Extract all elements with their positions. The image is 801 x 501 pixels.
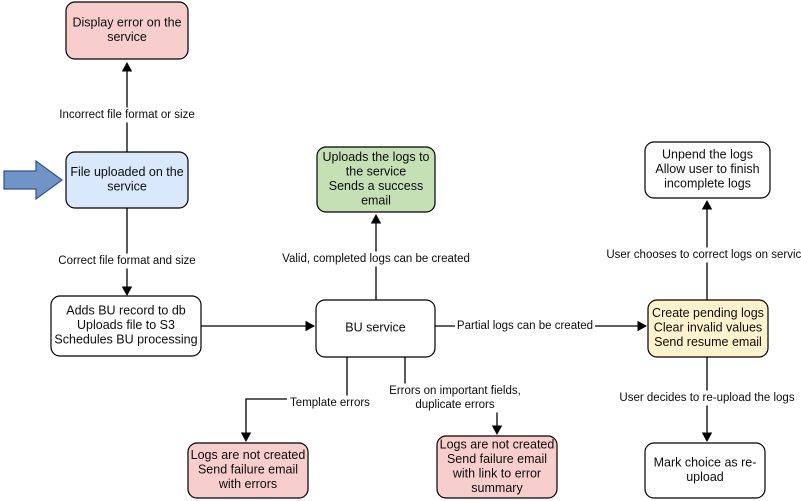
edge-adds-to-bu-service-arrowhead xyxy=(305,320,315,332)
edge-template-errors-label-backdrop xyxy=(287,395,373,411)
edge-user-chooses-to-correct-logs-on-service-label-text: User chooses to correct logs on service xyxy=(606,249,801,261)
edge-errors-on-important-fields-duplicate-errors-label-group: Errors on important fields,duplicate err… xyxy=(387,383,523,413)
node-bu-service-label: BU service xyxy=(345,321,405,335)
edge-valid-completed-logs-can-be-created-label-backdrop xyxy=(278,251,474,267)
node-adds-bu-record-to-db-shape[interactable] xyxy=(50,295,202,357)
node-mark-choice-as-re-upload-label: Mark choice as re-upload xyxy=(654,456,757,485)
node-logs-are-not-created-with-link-to-error-summary-shape[interactable] xyxy=(436,435,558,499)
edge-template-errors-arrowhead xyxy=(240,432,252,442)
edge-template-errors-label-group: Template errors xyxy=(287,395,373,411)
node-mark-choice-as-re-upload-shape[interactable] xyxy=(644,442,766,499)
edge-user-decides-to-re-upload-the-logs-label-group: User decides to re-upload the logs xyxy=(617,390,797,406)
edge-user-decides-to-re-upload-the-logs-label-backdrop xyxy=(617,390,797,406)
node-unpend-the-logs-shape[interactable] xyxy=(644,141,771,199)
entry-block-arrow xyxy=(3,159,64,201)
node-mark-choice-as-re-upload[interactable]: Mark choice as re-upload xyxy=(644,442,766,499)
edge-user-decides-to-re-upload-the-logs-label-text: User decides to re-upload the logs xyxy=(619,392,794,404)
edge-correct-file-format-and-size-label-group: Correct file format and size xyxy=(54,253,200,269)
edge-partial-logs-can-be-created-label-text: Partial logs can be created xyxy=(457,320,593,332)
edge-correct-file-format-and-size-label-text: Correct file format and size xyxy=(58,255,195,267)
edge-user-chooses-to-correct-logs-on-service-arrowhead xyxy=(701,200,713,210)
edge-errors-on-important-fields-duplicate-errors-arrowhead xyxy=(491,425,503,435)
edge-correct-file-format-and-size-arrowhead xyxy=(121,286,133,296)
edge-user-chooses-to-correct-logs-on-service-label-group: User chooses to correct logs on service xyxy=(606,247,801,263)
edge-incorrect-file-format-or-size-label-group: Incorrect file format or size xyxy=(52,107,202,123)
edge-correct-file-format-and-size xyxy=(121,208,133,296)
edge-adds-to-bu-service xyxy=(201,320,315,332)
edge-incorrect-file-format-or-size xyxy=(121,62,133,152)
edge-template-errors-label-text: Template errors xyxy=(290,397,370,409)
node-uploads-the-logs-to-the-service-shape[interactable] xyxy=(316,146,436,213)
edge-partial-logs-can-be-created-label-backdrop xyxy=(455,318,595,334)
edge-valid-completed-logs-can-be-created-arrowhead xyxy=(370,214,382,224)
node-file-uploaded-on-the-service-shape[interactable] xyxy=(65,151,189,209)
node-bu-service[interactable]: BU service xyxy=(315,299,436,358)
edge-user-chooses-to-correct-logs-on-service-label-backdrop xyxy=(609,247,801,263)
edge-valid-completed-logs-can-be-created-label-group: Valid, completed logs can be created xyxy=(278,251,474,267)
edge-partial-logs-can-be-created-label-group: Partial logs can be created xyxy=(455,318,595,334)
edge-errors-on-important-fields-duplicate-errors-label-text: Errors on important fields,duplicate err… xyxy=(389,385,521,411)
entry-arrow-layer xyxy=(3,159,64,201)
node-display-error-on-the-service-shape[interactable] xyxy=(65,1,189,60)
edge-valid-completed-logs-can-be-created-label-text: Valid, completed logs can be created xyxy=(282,253,470,265)
edge-partial-logs-can-be-created-arrowhead xyxy=(637,320,647,332)
node-create-pending-logs-shape[interactable] xyxy=(647,299,769,358)
edge-errors-on-important-fields-duplicate-errors-label-backdrop xyxy=(387,383,523,413)
edge-user-decides-to-re-upload-the-logs-arrowhead xyxy=(701,432,713,442)
edge-incorrect-file-format-or-size-label-backdrop xyxy=(52,107,202,123)
edge-correct-file-format-and-size-label-backdrop xyxy=(54,253,200,269)
node-logs-are-not-created-with-errors-shape[interactable] xyxy=(187,442,309,499)
edge-incorrect-file-format-or-size-arrowhead xyxy=(121,62,133,72)
node-bu-service-shape[interactable] xyxy=(315,299,436,358)
edge-incorrect-file-format-or-size-label-text: Incorrect file format or size xyxy=(59,109,194,121)
